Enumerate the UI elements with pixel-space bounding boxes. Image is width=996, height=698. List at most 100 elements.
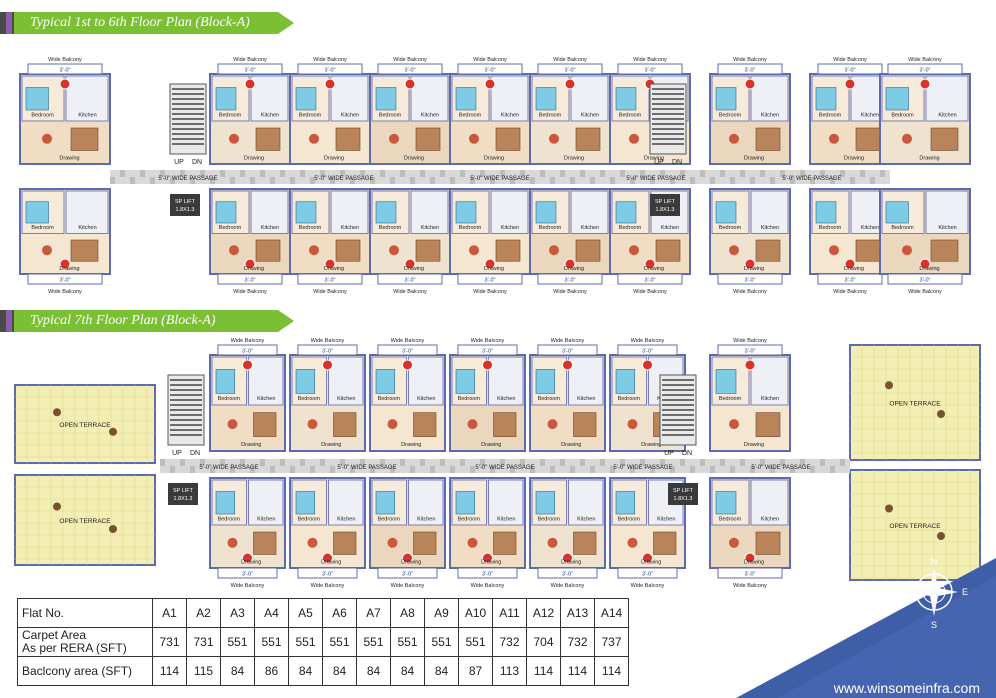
- passage-tile: [270, 177, 275, 184]
- balcony-area-cell: 84: [322, 656, 357, 686]
- flat-number-marker: [242, 359, 253, 371]
- bedroom-label: Bedroom: [379, 112, 402, 118]
- drawing-label: Drawing: [241, 560, 261, 566]
- flat-no-cell: A6: [322, 598, 357, 628]
- balcony-depth-label: 3'-0": [485, 68, 496, 74]
- bed-icon: [215, 491, 236, 515]
- bedroom-label: Bedroom: [31, 112, 54, 118]
- passage-tile: [240, 459, 245, 466]
- dining-table-icon: [229, 133, 239, 144]
- passage-tile: [330, 177, 335, 184]
- passage-tile: [640, 170, 645, 177]
- passage-tile: [300, 459, 305, 466]
- bedroom-label: Bedroom: [819, 112, 842, 118]
- corner-triangle-inner: [778, 576, 996, 698]
- passage-tile: [480, 459, 485, 466]
- kitchen-room: [408, 356, 444, 406]
- passage-tile: [230, 177, 235, 184]
- stair-dn-label: DN: [672, 159, 682, 166]
- sofa-icon: [255, 239, 281, 262]
- passage-tile: [320, 459, 325, 466]
- balcony-depth-label: 3'-0": [322, 572, 333, 578]
- passage-tile: [260, 170, 265, 177]
- wide-balcony-label: Wide Balcony: [633, 289, 667, 295]
- kitchen-room: [328, 356, 364, 406]
- bed-icon: [375, 201, 397, 224]
- kitchen-room: [490, 75, 529, 122]
- row-header-carpet-area: Carpet Area As per RERA (SFT): [17, 627, 153, 657]
- wide-balcony-label: Wide Balcony: [833, 289, 867, 295]
- passage-tile: [520, 170, 525, 177]
- sofa-icon: [413, 412, 437, 437]
- website-url[interactable]: www.winsomeinfra.com: [833, 680, 980, 696]
- plan1-heading-banner: Typical 1st to 6th Floor Plan (Block-A): [0, 12, 294, 34]
- sofa-icon: [653, 531, 677, 555]
- passage-tile: [600, 459, 605, 466]
- balcony-area-cell: 84: [390, 656, 425, 686]
- sofa-icon: [930, 127, 959, 151]
- passage-tile: [360, 459, 365, 466]
- passage-tile: [650, 177, 655, 184]
- balcony-depth-label: 3'-0": [642, 572, 653, 578]
- sofa-icon: [575, 127, 601, 151]
- dining-table-icon: [547, 419, 558, 430]
- flat-no-cell: A14: [594, 598, 629, 628]
- passage-tile: [210, 177, 215, 184]
- wide-balcony-label: Wide Balcony: [313, 57, 347, 63]
- bed-icon: [215, 87, 237, 111]
- kitchen-label: Kitchen: [78, 225, 96, 231]
- passage-tile: [190, 466, 195, 473]
- sofa-icon: [493, 412, 517, 437]
- passage-tile: [420, 170, 425, 177]
- balcony-area-cell: 114: [526, 656, 561, 686]
- dining-table-icon: [829, 245, 839, 256]
- dining-table-icon: [229, 245, 239, 256]
- dining-table-icon: [387, 419, 398, 430]
- passage-tile: [430, 177, 435, 184]
- bedroom-label: Bedroom: [458, 396, 481, 402]
- wide-balcony-label: Wide Balcony: [631, 583, 665, 589]
- passage-tile: [280, 459, 285, 466]
- passage-tile: [390, 466, 395, 473]
- balcony-depth-label: 3'-0": [920, 68, 931, 74]
- open-terrace-label: OPEN TERRACE: [889, 523, 941, 530]
- carpet-area-cell: 731: [186, 627, 221, 657]
- balcony-area-cell: 115: [186, 656, 221, 686]
- passage-tile: [620, 170, 625, 177]
- plan2-heading-banner: Typical 7th Floor Plan (Block-A): [0, 310, 294, 332]
- wide-balcony-label: Wide Balcony: [48, 289, 82, 295]
- passage-tile: [490, 177, 495, 184]
- passage-tile: [390, 177, 395, 184]
- wide-balcony-label: Wide Balcony: [231, 338, 265, 344]
- kitchen-label: Kitchen: [761, 396, 779, 402]
- passage-tile: [270, 466, 275, 473]
- lift-size-label: 1.8X1.3: [674, 496, 693, 502]
- stair-up-label: UP: [654, 159, 664, 166]
- balcony: [377, 63, 443, 75]
- bedroom-label: Bedroom: [719, 396, 742, 402]
- drawing-label: Drawing: [481, 442, 501, 448]
- balcony-depth-label: 3'-0": [245, 68, 256, 74]
- kitchen-label: Kitchen: [417, 396, 435, 402]
- flat-no-cell: A5: [288, 598, 323, 628]
- wide-balcony-label: Wide Balcony: [473, 289, 507, 295]
- wide-balcony-label: Wide Balcony: [733, 289, 767, 295]
- sofa-icon: [70, 127, 99, 151]
- passage-tile: [170, 177, 175, 184]
- passage-tile: [230, 466, 235, 473]
- flat-no-cell: A3: [220, 598, 255, 628]
- flat-no-cell: A4: [254, 598, 289, 628]
- table-row: Carpet Area As per RERA (SFT) 731 731 55…: [17, 627, 629, 657]
- terrace-furniture-icon: [109, 525, 117, 533]
- bed-icon: [715, 491, 737, 515]
- bedroom-label: Bedroom: [459, 112, 482, 118]
- bedroom-label: Bedroom: [719, 112, 742, 118]
- wide-balcony-label: Wide Balcony: [233, 289, 267, 295]
